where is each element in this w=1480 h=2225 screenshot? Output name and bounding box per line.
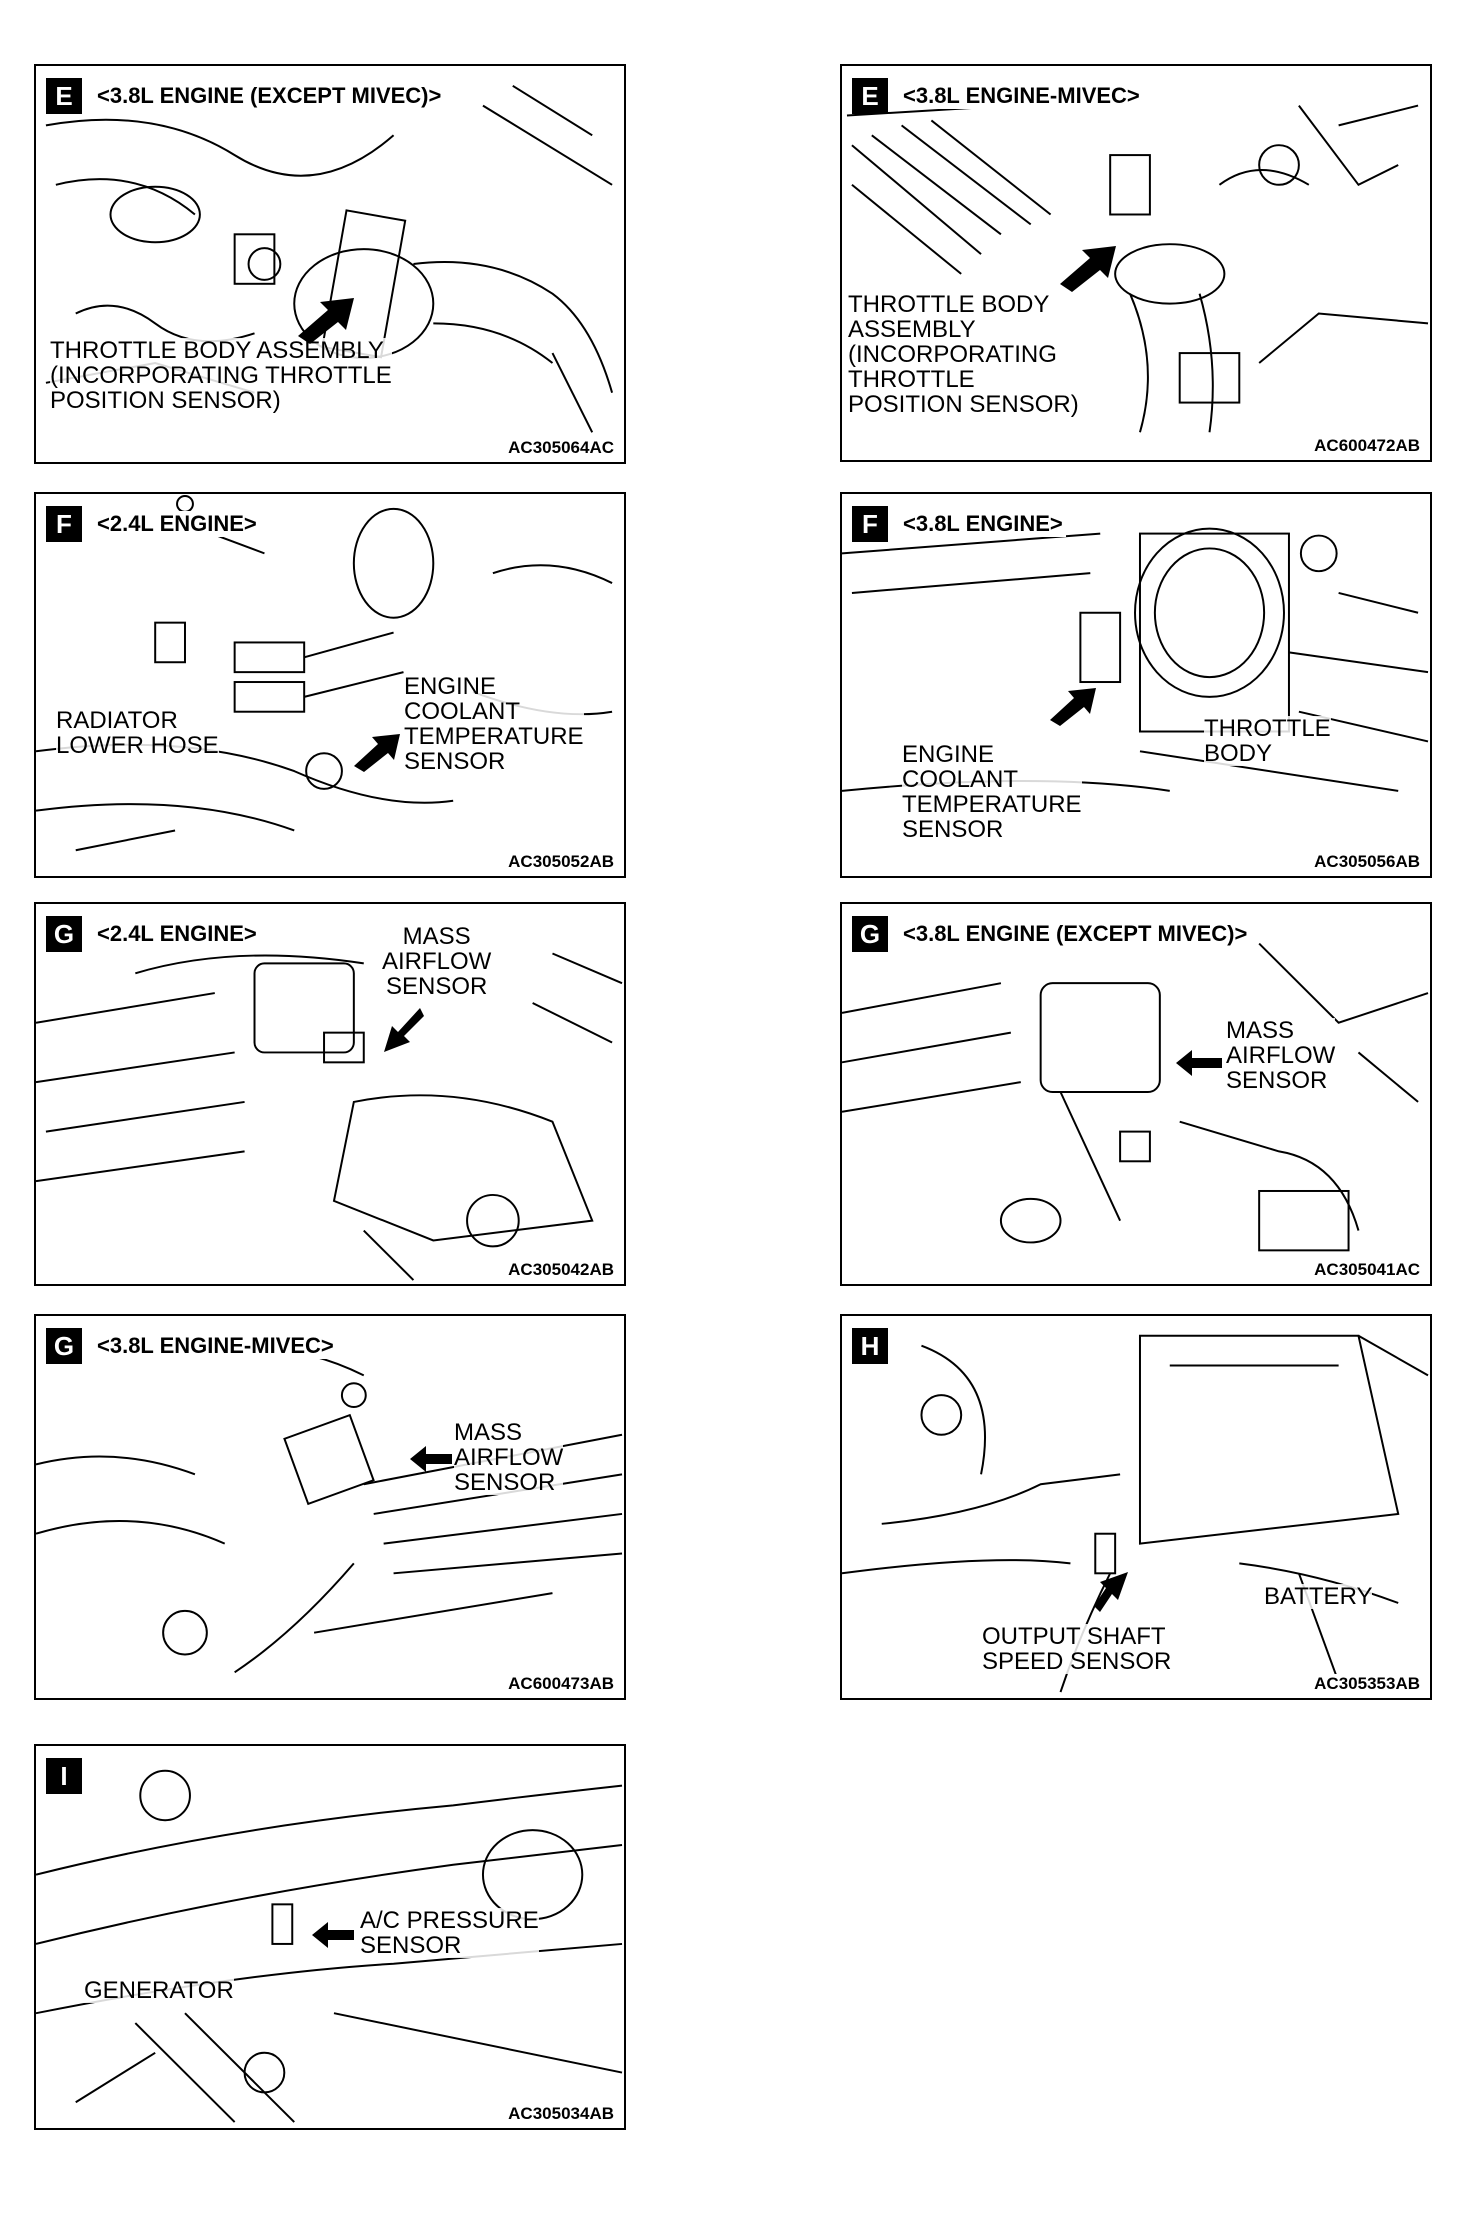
mass-airflow-sensor-label: MASS AIRFLOW SENSOR	[1226, 1017, 1336, 1094]
figure-code: AC305034AB	[506, 2104, 616, 2124]
mass-airflow-sensor-label: MASS AIRFLOW SENSOR	[382, 923, 492, 1000]
generator-label: GENERATOR	[84, 1977, 234, 2004]
section-letter: E	[46, 78, 82, 114]
section-letter: F	[46, 506, 82, 542]
figure-code: AC305052AB	[506, 852, 616, 872]
diagram-panel-g-38l-mivec: G <3.8L ENGINE-MIVEC> MASS AIRFLOW SENSOR…	[34, 1314, 626, 1700]
output-shaft-speed-sensor-label: OUTPUT SHAFT SPEED SENSOR	[982, 1623, 1172, 1675]
figure-code: AC305064AC	[506, 438, 616, 458]
panel-title: <3.8L ENGINE-MIVEC>	[94, 1333, 337, 1359]
mass-airflow-sensor-label: MASS AIRFLOW SENSOR	[454, 1419, 564, 1496]
figure-code: AC600472AB	[1312, 436, 1422, 456]
throttle-body-assembly-label: THROTTLE BODY ASSEMBLY (INCORPORATING TH…	[848, 291, 1079, 418]
section-letter: G	[46, 916, 82, 952]
section-letter: G	[852, 916, 888, 952]
battery-label: BATTERY	[1264, 1583, 1373, 1610]
diagram-panel-g-24l: G <2.4L ENGINE> MASS AIRFLOW SENSOR AC305…	[34, 902, 626, 1286]
figure-code: AC305353AB	[1312, 1674, 1422, 1694]
diagram-panel-g-38l-except-mivec: G <3.8L ENGINE (EXCEPT MIVEC)> MASS AIRFL…	[840, 902, 1432, 1286]
throttle-body-label: THROTTLE BODY	[1204, 715, 1331, 767]
engine-coolant-temperature-sensor-label: ENGINE COOLANT TEMPERATURE SENSOR	[902, 741, 1082, 843]
engine-bay-illustration	[846, 104, 1429, 433]
section-letter: E	[852, 78, 888, 114]
throttle-body-assembly-label: THROTTLE BODY ASSEMBLY (INCORPORATING TH…	[50, 337, 392, 414]
panel-title: <2.4L ENGINE>	[94, 511, 260, 537]
figure-code: AC305056AB	[1312, 852, 1422, 872]
diagram-panel-f-24l: F <2.4L ENGINE> RADIATOR LOWER HOSE ENGIN…	[34, 492, 626, 878]
engine-bay-illustration	[842, 942, 1429, 1252]
engine-coolant-temperature-sensor-label: ENGINE COOLANT TEMPERATURE SENSOR	[404, 673, 584, 775]
radiator-lower-hose-label: RADIATOR LOWER HOSE	[56, 707, 219, 759]
pointer-arrow-icon	[1050, 688, 1096, 726]
section-letter: H	[852, 1328, 888, 1364]
figure-code: AC305042AB	[506, 1260, 616, 1280]
section-letter: G	[46, 1328, 82, 1364]
pointer-arrow-icon	[410, 1446, 452, 1472]
diagram-panel-f-38l: F <3.8L ENGINE> ENGINE COOLANT TEMPERATUR…	[840, 492, 1432, 878]
pointer-arrow-icon	[1176, 1050, 1222, 1076]
diagram-panel-i: I A/C PRESSURE SENSOR GENERATOR AC305034…	[34, 1744, 626, 2130]
diagram-panel-e-38l-mivec: E <3.8L ENGINE-MIVEC> THROTTLE BODY ASSEM…	[840, 64, 1432, 462]
pointer-arrow-icon	[354, 734, 400, 772]
pointer-arrow-icon	[384, 1008, 424, 1052]
ac-pressure-sensor-label: A/C PRESSURE SENSOR	[360, 1907, 539, 1959]
panel-title: <3.8L ENGINE (EXCEPT MIVEC)>	[94, 83, 445, 109]
panel-title: <3.8L ENGINE (EXCEPT MIVEC)>	[900, 921, 1251, 947]
figure-code: AC305041AC	[1312, 1260, 1422, 1280]
engine-bay-illustration	[36, 1348, 623, 1674]
pointer-arrow-icon	[1060, 246, 1116, 292]
section-letter: I	[46, 1758, 82, 1794]
pointer-arrow-icon	[1094, 1572, 1128, 1612]
panel-title: <3.8L ENGINE>	[900, 511, 1066, 537]
panel-title: <2.4L ENGINE>	[94, 921, 260, 947]
figure-code: AC600473AB	[506, 1674, 616, 1694]
diagram-panel-e-38l-except-mivec: E <3.8L ENGINE (EXCEPT MIVEC)> THROTTLE B…	[34, 64, 626, 464]
engine-bay-illustration	[36, 952, 623, 1281]
section-letter: F	[852, 506, 888, 542]
panel-title: <3.8L ENGINE-MIVEC>	[900, 83, 1143, 109]
diagram-panel-h: H BATTERY OUTPUT SHAFT SPEED SENSOR AC30…	[840, 1314, 1432, 1700]
engine-bay-illustration	[842, 1334, 1429, 1693]
pointer-arrow-icon	[298, 298, 354, 344]
pointer-arrow-icon	[312, 1922, 354, 1948]
